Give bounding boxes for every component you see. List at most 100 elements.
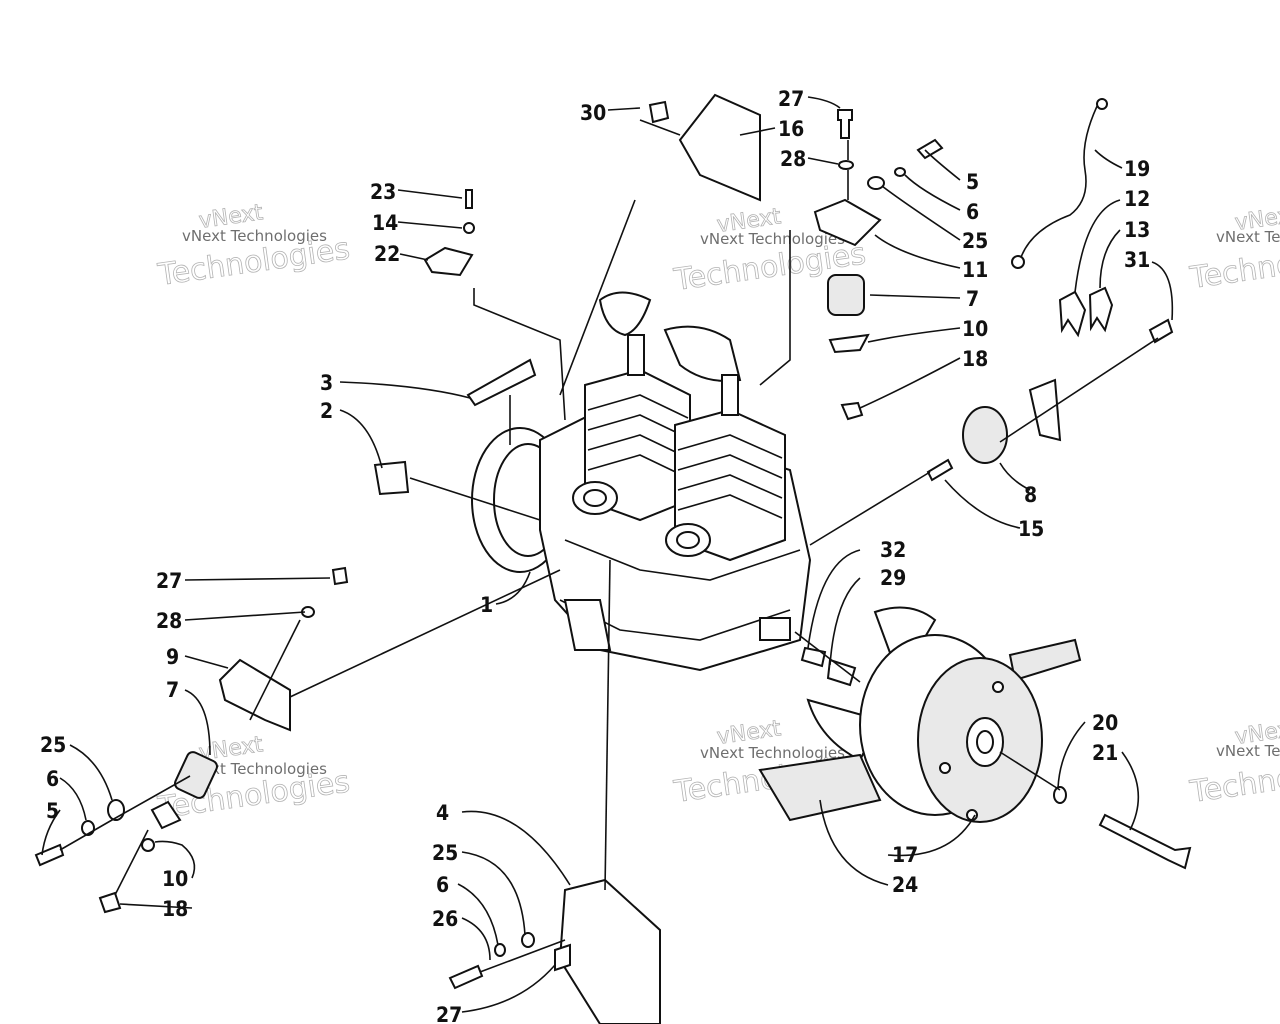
bolt-part-31 [1148, 318, 1174, 344]
spark-plug-boot-1 [598, 291, 652, 337]
bolt-part-27-bottom [554, 943, 571, 972]
spark-plug-boot-2 [663, 325, 742, 382]
callout-15: 15 [1018, 517, 1044, 541]
stud-part-15 [926, 458, 954, 482]
callout-26: 26 [432, 907, 458, 931]
callout-7-left: 7 [166, 678, 179, 702]
callout-27-left: 27 [156, 569, 182, 593]
callout-23: 23 [370, 180, 396, 204]
callout-27-top: 27 [778, 87, 804, 111]
decal-part-3 [466, 358, 537, 407]
watermark-top-center: vNext Technologies vNext Technologies [671, 204, 869, 299]
nut-part-18 [840, 401, 864, 421]
watermark-text: vNext Technologies [700, 230, 845, 248]
callout-13: 13 [1124, 218, 1150, 242]
drive-belt-bottom [758, 753, 882, 822]
bolt-part-5-left [34, 843, 65, 867]
bolt-part-5 [916, 138, 944, 160]
callout-16: 16 [778, 117, 804, 141]
callout-4: 4 [436, 801, 449, 825]
washer-part-14 [463, 222, 475, 234]
watermark-text: vNext Technologies [1216, 742, 1280, 760]
engine-assembly [471, 291, 812, 672]
callout-7-right: 7 [966, 287, 979, 311]
callout-14: 14 [372, 211, 398, 235]
drive-belt-top [1008, 638, 1082, 682]
callout-labels: 30 16 27 28 5 6 25 11 7 10 18 19 12 13 3… [40, 87, 1150, 1024]
callout-5-left: 5 [46, 799, 59, 823]
leader-lines [41, 96, 1174, 1013]
callout-19: 19 [1124, 157, 1150, 181]
callout-18-left: 18 [162, 897, 188, 921]
spark-plug-1 [627, 334, 645, 376]
washer-part-6-bottom [494, 943, 506, 957]
watermark-text: vNext Technologies [182, 760, 327, 778]
bracket-part [1028, 378, 1062, 442]
callout-10-left: 10 [162, 867, 188, 891]
callout-10-right: 10 [962, 317, 988, 341]
drive-clutch-assembly [758, 606, 1082, 823]
callout-12: 12 [1124, 187, 1150, 211]
callout-8: 8 [1024, 483, 1037, 507]
washer-part-6-left [81, 820, 95, 836]
callout-30: 30 [580, 101, 606, 125]
callout-2: 2 [320, 399, 333, 423]
callout-31: 31 [1124, 248, 1150, 272]
washer-part-20 [1053, 786, 1067, 804]
clip-part-12 [1058, 290, 1087, 338]
callout-6-bottom: 6 [436, 873, 449, 897]
callout-11: 11 [962, 258, 988, 282]
callout-18-right: 18 [962, 347, 988, 371]
callout-3: 3 [320, 371, 333, 395]
screw-part-23 [465, 189, 473, 209]
mount-plate-part-9 [218, 658, 291, 732]
callout-5-right: 5 [966, 170, 979, 194]
callout-28-top: 28 [780, 147, 806, 171]
callout-6-right: 6 [966, 200, 979, 224]
washer-part-28 [838, 160, 854, 170]
washer-part-25-bottom [521, 932, 535, 948]
watermark-bottom-right: vNext Technologies vNext Technologies [1187, 716, 1280, 811]
callout-17: 17 [892, 843, 918, 867]
watermark-text: vNext Technologies [700, 744, 845, 762]
spacer-part-29 [826, 658, 857, 687]
engine-bracket-part-4 [558, 878, 661, 1024]
watermark-top-left: vNext Technologies vNext Technologies [155, 200, 353, 294]
callout-6-left: 6 [46, 767, 59, 791]
bracket-part-16 [678, 93, 761, 202]
callout-1: 1 [480, 593, 493, 617]
decal-part-2 [373, 460, 410, 496]
washer-part-25 [867, 176, 885, 190]
callout-24: 24 [892, 873, 918, 897]
callout-20: 20 [1092, 711, 1118, 735]
callout-27-bottom: 27 [436, 1003, 462, 1024]
washer-part-10 [828, 333, 870, 354]
rubber-mount-part-8 [962, 406, 1008, 464]
callout-29: 29 [880, 566, 906, 590]
callout-9: 9 [166, 645, 179, 669]
callout-21: 21 [1092, 741, 1118, 765]
watermark-top-right: vNext Technologies vNext Technologies [1187, 202, 1280, 297]
washer-part-10-left [150, 800, 182, 830]
crankshaft-end [759, 617, 791, 641]
bolt-part-27 [837, 109, 853, 139]
callout-25-bottom: 25 [432, 841, 458, 865]
nut-part-18-left [98, 891, 122, 914]
callout-25-right: 25 [962, 229, 988, 253]
spacer-part-32 [800, 646, 827, 668]
bolt-part-21 [1098, 813, 1192, 870]
callout-32: 32 [880, 538, 906, 562]
callout-22: 22 [374, 242, 400, 266]
lower-fitting [563, 599, 612, 651]
watermark-text: vNext Technologies [182, 227, 327, 245]
washer-small [141, 838, 155, 852]
bolt-part-26 [448, 964, 484, 990]
rubber-mount-part-7-left [174, 751, 218, 799]
callout-25-left: 25 [40, 733, 66, 757]
callout-28-left: 28 [156, 609, 182, 633]
bolt-part-27-left [331, 566, 349, 586]
washer-part-6 [894, 167, 906, 177]
watermark-text: vNext Technologies [1216, 228, 1280, 246]
clip-part-30 [648, 100, 670, 124]
